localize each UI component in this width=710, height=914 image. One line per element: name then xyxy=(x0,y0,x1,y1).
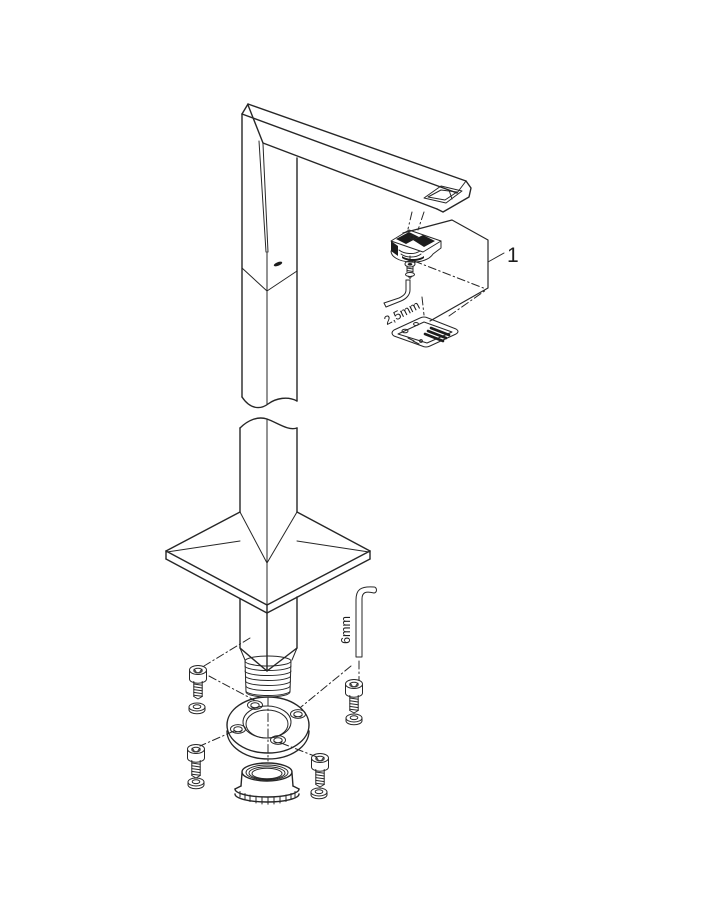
screw-bottom-right xyxy=(310,753,329,800)
label-2-5mm: 2,5mm xyxy=(382,298,422,328)
threaded-shank xyxy=(239,596,298,698)
faucet-column-upper xyxy=(241,113,298,405)
callout-1-label: 1 xyxy=(507,244,519,267)
mousseur-screw xyxy=(404,260,416,279)
label-6mm: 6mm xyxy=(339,616,353,644)
locking-nut xyxy=(234,762,300,805)
screw-bottom-left xyxy=(187,744,205,790)
screw-right xyxy=(345,679,363,726)
escutcheon-plate xyxy=(165,511,371,614)
spout-aerator-plate xyxy=(423,185,463,204)
hex-key-6mm xyxy=(355,586,377,658)
brand-logo-mark xyxy=(273,261,283,267)
assembly-centerlines xyxy=(199,211,487,762)
hex-key-2-5mm xyxy=(383,279,411,308)
mounting-ring xyxy=(226,696,310,760)
mousseur xyxy=(390,229,442,263)
faucet-column-lower xyxy=(239,418,298,606)
callout-bracket xyxy=(402,219,505,322)
screw-top-left xyxy=(188,665,207,715)
faucet-spout xyxy=(241,103,472,213)
flow-plate xyxy=(391,316,459,348)
column-break xyxy=(239,396,298,430)
